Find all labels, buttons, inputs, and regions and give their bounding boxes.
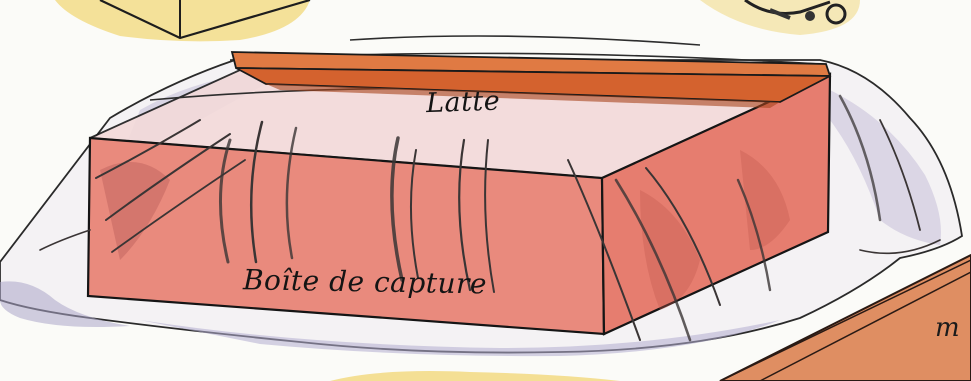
yellow-wash-top-left bbox=[55, 0, 310, 41]
yellow-wash-bottom bbox=[330, 371, 620, 381]
capture-box-label: Boîte de capture bbox=[243, 263, 564, 302]
partial-label-bottom-right: m bbox=[935, 313, 971, 343]
latte-label: Latte bbox=[425, 84, 546, 119]
